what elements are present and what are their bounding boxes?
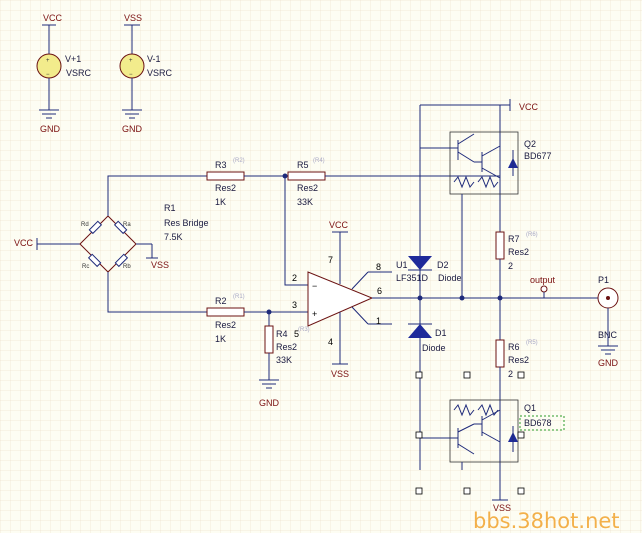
r4-ref: R4 (276, 329, 288, 339)
v2-name: V-1 (147, 54, 161, 64)
r1-vss-label: VSS (151, 260, 169, 270)
diode-d1[interactable]: D1 Diode (408, 298, 447, 470)
r1-pin-rb: Rb (123, 264, 131, 270)
r1-pin-rc: Rc (82, 264, 89, 270)
opamp-pin3: 3 (292, 300, 297, 310)
r6-ghost: (R5) (526, 340, 538, 346)
opamp-pin5: 5 (294, 329, 299, 339)
diode-d2[interactable]: D2 Diode (408, 176, 462, 298)
r7-pin: 2 (508, 261, 513, 271)
r3-ghost: (R2) (233, 158, 245, 164)
v2-net-label: VSS (124, 13, 142, 23)
q1-vss: VSS (493, 503, 511, 513)
selection-handles (415, 371, 525, 495)
p1-ref: P1 (598, 275, 609, 285)
d2-type: Diode (438, 273, 462, 283)
opamp-pin8: 8 (376, 262, 381, 272)
d1-ref: D1 (435, 328, 447, 338)
r3-type: Res2 (215, 183, 236, 193)
r7-body (495, 231, 505, 260)
d2-triangle (408, 256, 432, 270)
d1-type: Diode (422, 343, 446, 353)
r7-ref: R7 (508, 234, 520, 244)
r7-ghost: (R6) (526, 232, 538, 238)
r5-ghost: (R4) (313, 158, 325, 164)
r1-value: 7.5K (164, 232, 183, 242)
d2-ref: D2 (437, 260, 449, 270)
r1-ref: R1 (164, 203, 176, 213)
r1-pin-rd: Rd (81, 222, 89, 228)
d1-triangle (408, 324, 432, 338)
output-label: output (530, 275, 556, 285)
svg-text:−: − (46, 72, 50, 78)
bnc-connector-p1[interactable]: P1 BNC GND (597, 275, 619, 368)
opamp-pin4: 4 (328, 337, 333, 347)
r6-body (495, 339, 505, 368)
svg-text:−: − (129, 72, 133, 78)
q1-ref: Q1 (524, 403, 536, 413)
r3-value: 1K (215, 197, 226, 207)
v1-gnd-label: GND (40, 124, 61, 134)
r2-body (206, 307, 245, 317)
r4-gnd: GND (259, 398, 280, 408)
transistor-q1[interactable]: Q1 BD678 VSS (420, 399, 565, 513)
q2-ref: Q2 (524, 139, 536, 149)
watermark-text: bbs.38hot.net (473, 509, 620, 533)
svg-text:+: + (46, 58, 50, 64)
q2-part: BD677 (524, 151, 552, 161)
r3-body (206, 171, 245, 181)
r2-ghost: (R1) (233, 294, 245, 300)
r5-body (287, 171, 326, 181)
r7-type: Res2 (508, 247, 529, 257)
p1-gnd: GND (598, 358, 619, 368)
r2-value: 1K (215, 334, 226, 344)
v1-name: V+1 (65, 54, 81, 64)
r4-type: Res2 (276, 342, 297, 352)
transistor-q2[interactable]: VCC Q2 BD677 (419, 99, 552, 298)
resistor-r4[interactable]: GND R4 (R3) Res2 33K (259, 312, 310, 408)
r5-value: 33K (297, 197, 313, 207)
opamp-vss: VSS (331, 369, 349, 379)
source-v2[interactable]: VSS + − V-1 VSRC GND (119, 13, 173, 134)
r6-ref: R6 (508, 342, 520, 352)
r1-pin-ra: Ra (123, 222, 131, 228)
opamp-pin7: 7 (328, 255, 333, 265)
r4-ghost: (R3) (298, 327, 310, 333)
r5-ref: R5 (297, 160, 309, 170)
svg-text:+: + (129, 58, 133, 64)
r6-pin: 2 (508, 369, 513, 379)
opamp-pin1: 1 (376, 316, 381, 326)
opamp-pin6: 6 (377, 286, 382, 296)
v1-net-label: VCC (43, 13, 63, 23)
r1-vcc-label: VCC (14, 238, 34, 248)
output-probe[interactable]: output (530, 275, 556, 298)
r6-type: Res2 (508, 355, 529, 365)
q2-vcc: VCC (519, 102, 539, 112)
v1-type: VSRC (66, 68, 92, 78)
r1-type: Res Bridge (164, 218, 209, 228)
opamp-u1[interactable]: − + 2 3 6 VCC 7 4 VSS 8 1 5 U1 LF351D (292, 220, 429, 379)
r3-ref: R3 (215, 160, 227, 170)
r2-type: Res2 (215, 320, 236, 330)
svg-text:+: + (312, 309, 317, 319)
source-v1[interactable]: VCC + − V+1 VSRC GND (36, 13, 92, 134)
v2-gnd-label: GND (122, 124, 143, 134)
r4-body (264, 325, 274, 354)
r1-bridge[interactable]: VCC Rd Ra Rc Rb VSS R1 Res Bridge 7.5K (14, 203, 209, 273)
opamp-part: LF351D (396, 273, 429, 283)
opamp-pin2: 2 (292, 273, 297, 283)
opamp-ref: U1 (396, 260, 408, 270)
opamp-vcc: VCC (329, 220, 349, 230)
r5-type: Res2 (297, 183, 318, 193)
r2-ref: R2 (215, 296, 227, 306)
r4-value: 33K (276, 355, 292, 365)
svg-text:−: − (312, 281, 317, 291)
q1-part: BD678 (524, 418, 552, 428)
v2-type: VSRC (147, 68, 173, 78)
